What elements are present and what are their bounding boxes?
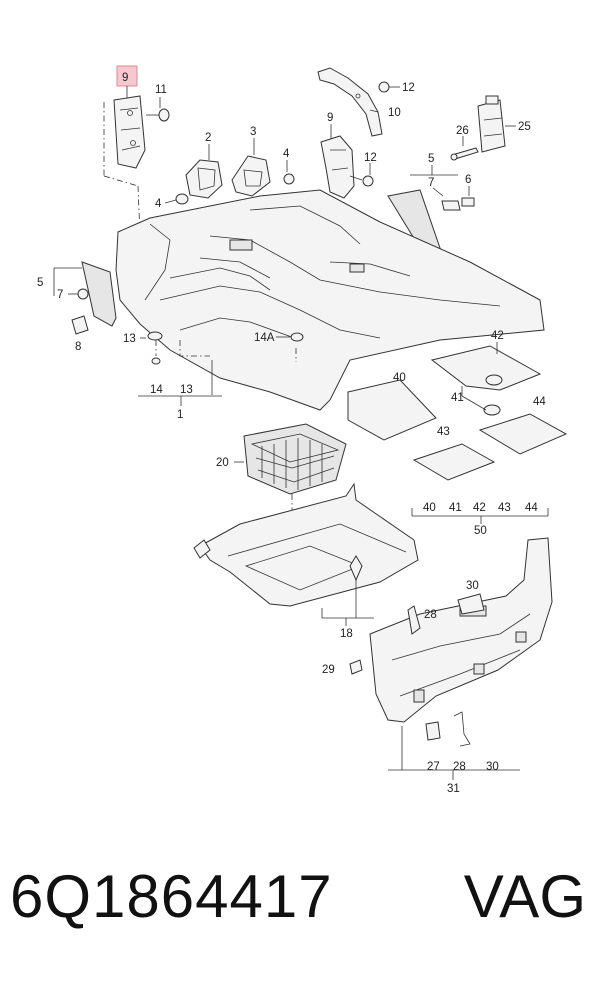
label: 26: [456, 125, 469, 137]
label: 28: [453, 761, 466, 773]
label: 44: [525, 502, 538, 514]
part-10-trim: [317, 67, 400, 137]
label: 30: [486, 761, 499, 773]
part-25-bracket: [450, 95, 516, 161]
label: 7: [57, 289, 63, 301]
label: 50: [474, 525, 487, 537]
label: 44: [533, 396, 546, 408]
part-9-panel: [103, 65, 146, 236]
part-31-rear-trim: [349, 537, 553, 780]
label: 2: [205, 132, 211, 144]
label: 9: [327, 112, 333, 124]
part-11-screw: [146, 97, 170, 122]
label: 28: [424, 609, 437, 621]
label: 13: [180, 384, 193, 396]
label: 20: [216, 457, 229, 469]
label: 40: [423, 502, 436, 514]
footer: 6Q1864417 VAG: [0, 862, 600, 962]
brand-name: VAG: [463, 863, 586, 930]
label: 11: [155, 84, 167, 96]
label: 12: [402, 82, 415, 94]
label: 31: [447, 783, 460, 795]
label: 29: [322, 664, 335, 676]
label: 43: [498, 502, 511, 514]
label: 1: [177, 409, 183, 421]
part-18-boot-tray: [193, 482, 419, 626]
mats-group: [347, 342, 568, 524]
part-20-crate: [234, 423, 347, 570]
label: 12: [364, 152, 377, 164]
label: 42: [491, 330, 504, 342]
label: 14A: [254, 332, 275, 344]
label: 3: [250, 126, 256, 138]
label: 40: [393, 372, 406, 384]
label: 6: [465, 174, 471, 186]
label: 10: [388, 107, 401, 119]
label: 41: [451, 392, 464, 404]
part-number: 6Q1864417: [10, 863, 333, 930]
part-9-bracket: [320, 124, 374, 199]
label: 9: [122, 72, 128, 84]
label: 8: [75, 341, 81, 353]
label: 42: [473, 502, 486, 514]
part-5-right: [387, 165, 475, 259]
part-2-bracket: [164, 144, 223, 205]
label: 43: [437, 426, 450, 438]
label: 30: [466, 580, 479, 592]
label: 27: [427, 761, 440, 773]
label: 25: [518, 121, 531, 133]
label: 4: [155, 198, 162, 210]
label: 4: [283, 148, 290, 160]
label: 13: [123, 333, 136, 345]
label: 7: [428, 177, 434, 189]
part-1-floor-carpet: [115, 189, 545, 411]
label: 41: [449, 502, 462, 514]
part-3-bracket: [231, 138, 295, 197]
label: 18: [340, 628, 353, 640]
part-5-left: [53, 261, 117, 335]
label: 5: [428, 153, 434, 165]
label: 5: [37, 277, 43, 289]
label: 14: [150, 384, 163, 396]
parts-diagram: 9 11 2 3 4 4 12 10 9 12 26 25 5 7 6 5 7 …: [37, 65, 568, 795]
